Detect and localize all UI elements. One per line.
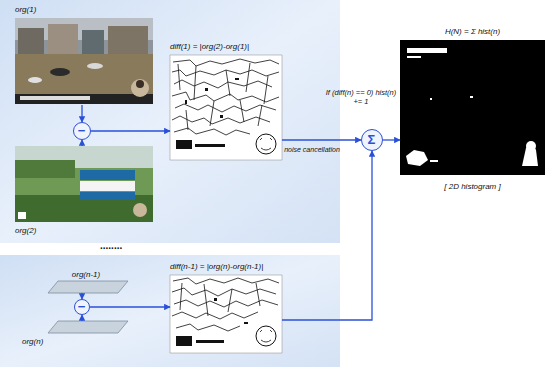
frame-image	[15, 18, 153, 104]
frame-box: org(n-1)	[40, 270, 132, 293]
flow-line	[81, 105, 82, 122]
frame-plane	[48, 321, 128, 333]
flow-line	[90, 306, 170, 307]
frame-label: org(n)	[22, 337, 43, 347]
panel	[0, 0, 340, 243]
flow-line	[91, 130, 170, 131]
subtract-node: −	[73, 122, 91, 140]
panel	[0, 255, 340, 367]
frame-plane	[48, 281, 128, 293]
operator-symbol: Σ	[368, 133, 376, 146]
condition-note: If (diff(n) == 0) hist(n) += 1	[324, 88, 398, 106]
frame-box: org(1)	[15, 5, 153, 105]
operator-symbol: −	[78, 300, 86, 313]
diff-box: diff(n-1) = |org(n)-org(n-1)|	[170, 262, 282, 353]
difference-image	[170, 275, 282, 353]
histogram-image	[400, 40, 545, 175]
frame-label: org(1)	[15, 5, 36, 15]
flow-line	[81, 140, 82, 146]
subtract-node: −	[74, 299, 90, 315]
diff-box: diff(1) = |org(2)-org(1)|	[170, 42, 282, 160]
frame-label: diff(1) = |org(2)-org(1)|	[170, 42, 249, 52]
sum-node: Σ	[361, 129, 383, 151]
frame-label: org(2)	[15, 226, 36, 236]
frame-label: H(N) = Σ hist(n)	[445, 27, 500, 37]
frame-image	[15, 146, 153, 222]
flow-line	[282, 151, 372, 320]
edge-label: noise cancellation	[284, 146, 340, 155]
frame-label: diff(n-1) = |org(n)-org(n-1)|	[170, 262, 263, 272]
ellipsis-mark: ........	[100, 241, 160, 251]
flow-line	[282, 139, 361, 140]
frame-box: org(2)	[15, 146, 153, 236]
flow-line	[81, 315, 82, 321]
flow-line	[383, 139, 400, 140]
frame-label: org(n-1)	[72, 270, 100, 280]
frame-label: [ 2D histogram ]	[444, 182, 500, 192]
operator-symbol: −	[78, 124, 86, 137]
frame-box: org(n)	[22, 321, 128, 347]
difference-image	[170, 55, 282, 160]
histogram-box: H(N) = Σ hist(n) [ 2D histogram ]	[400, 27, 545, 192]
